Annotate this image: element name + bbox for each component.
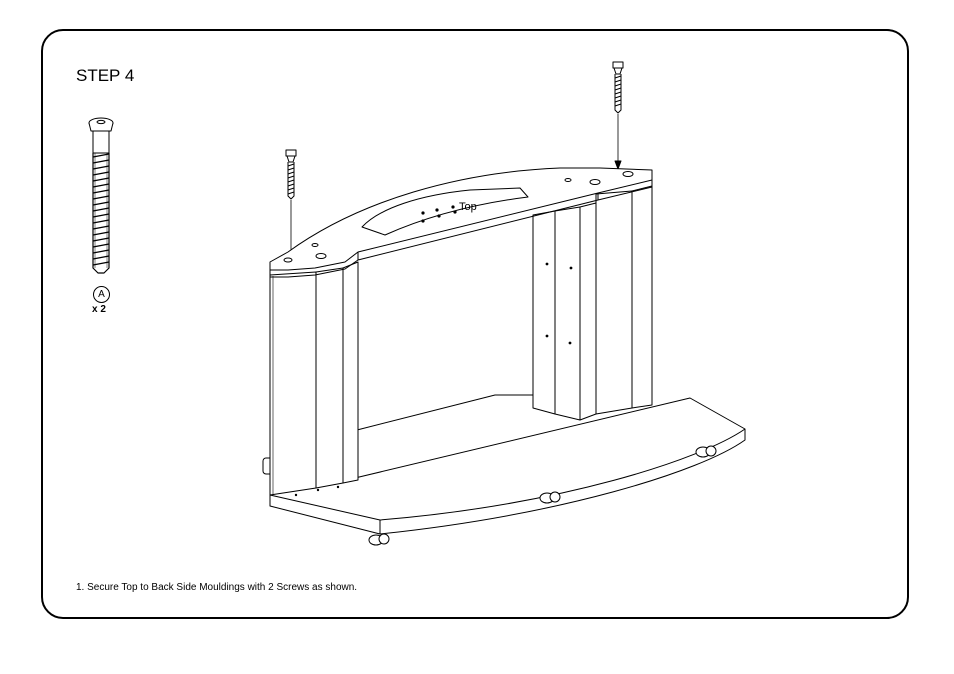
screw-a-illustration: [89, 118, 113, 273]
right-side-moulding: [596, 186, 652, 414]
screw-right: [613, 62, 623, 169]
instruction-text: 1. Secure Top to Back Side Mouldings wit…: [76, 582, 357, 593]
part-a-badge: A: [93, 286, 110, 303]
part-quantity: x 2: [92, 304, 106, 315]
top-panel-label: Top: [459, 201, 477, 213]
left-side-moulding: [270, 262, 358, 495]
screw-left: [286, 150, 296, 263]
center-uprights: [533, 203, 596, 420]
